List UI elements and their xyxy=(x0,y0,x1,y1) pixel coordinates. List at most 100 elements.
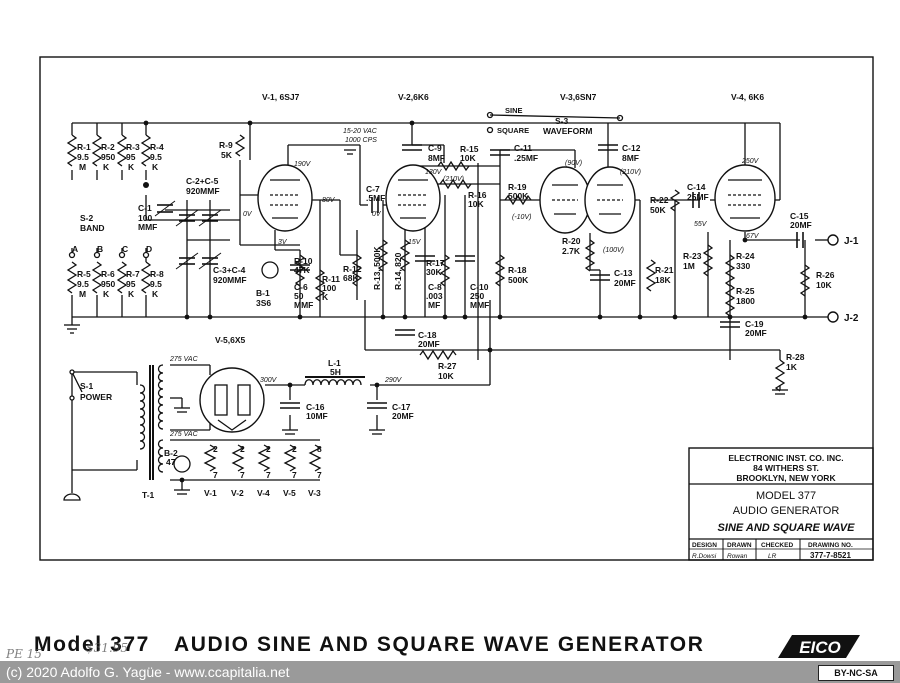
label-r5: R-5 xyxy=(77,269,91,279)
label-r28: R-28 xyxy=(786,352,805,362)
col-design: DESIGN xyxy=(692,542,717,549)
value-r4: 9.5 xyxy=(150,152,162,162)
drawing-product: AUDIO GENERATOR xyxy=(733,505,840,517)
label-r24: R-24 xyxy=(736,251,755,261)
unit-c10: MMF xyxy=(470,300,489,310)
heater-pin-top-5: 8 xyxy=(317,444,322,454)
value-r2: 950 xyxy=(101,152,115,162)
variable-cap-arrows xyxy=(154,200,222,270)
label-c16: C-16 xyxy=(306,402,325,412)
value-r12: 68K xyxy=(343,273,359,283)
val-checked: LR xyxy=(768,553,777,560)
label-j1: J-1 xyxy=(844,236,859,247)
label-r8: R-8 xyxy=(150,269,164,279)
heater-tube-2: V-2 xyxy=(231,488,244,498)
heater-tube-3: V-4 xyxy=(257,488,270,498)
heater-pin-bottom-4: 7 xyxy=(292,470,297,480)
voltage-v4-plate: 250V xyxy=(741,158,760,165)
label-r2: R-2 xyxy=(101,142,115,152)
value-r11: 100 xyxy=(322,283,336,293)
switch-s1-function: POWER xyxy=(80,392,112,402)
label-c12: C-12 xyxy=(622,143,641,153)
label-c18: C-18 xyxy=(418,330,437,340)
tube-v4-label: V-4, 6K6 xyxy=(731,92,764,102)
eico-logo-text: EICO xyxy=(799,638,841,657)
tube-internals xyxy=(214,179,762,431)
drawing-border xyxy=(39,56,874,561)
voltage-v2-cathode: 15V xyxy=(408,239,422,246)
unit-r2: K xyxy=(103,162,110,172)
value-r21: 18K xyxy=(655,275,671,285)
value-r24: 330 xyxy=(736,261,750,271)
band-letter-a: A xyxy=(72,244,78,254)
sheet-title-name: AUDIO SINE AND SQUARE WAVE GENERATOR xyxy=(173,633,705,656)
switch-labels: S-2 BAND S-3 WAVEFORM SINE SQUARE S-1 PO… xyxy=(80,106,592,402)
value-c13: 20MF xyxy=(614,278,636,288)
value-c2c5: 920MMF xyxy=(186,186,220,196)
label-r4: R-4 xyxy=(150,142,164,152)
label-c1: C-1 xyxy=(138,203,152,213)
label-b1: B-1 xyxy=(256,288,270,298)
heater-tube-5: V-3 xyxy=(308,488,321,498)
voltage-v1-screen: 80V xyxy=(322,197,336,204)
voltage-rectifier-out: 300V xyxy=(260,377,278,384)
value-r17: 30K xyxy=(426,267,442,277)
unit-r11: K xyxy=(322,292,329,302)
lamp-b2 xyxy=(173,455,191,473)
value-l1: 5H xyxy=(330,367,341,377)
tube-v5-envelope xyxy=(199,367,265,433)
value-r15: 10K xyxy=(460,153,476,163)
drawing-model: MODEL 377 xyxy=(756,490,816,502)
label-r17: R-17 xyxy=(426,258,445,268)
unit-r6: K xyxy=(103,289,110,299)
label-r7: R-7 xyxy=(126,269,140,279)
value-b1: 3S6 xyxy=(256,298,271,308)
value-r27: 10K xyxy=(438,371,454,381)
value-r25: 1800 xyxy=(736,296,755,306)
band-letter-c: C xyxy=(122,244,128,254)
value-r28: 1K xyxy=(786,362,798,372)
unit-r7: K xyxy=(128,289,135,299)
label-b2: B-2 xyxy=(164,448,178,458)
wiring xyxy=(71,122,828,490)
tube-envelopes xyxy=(199,164,776,433)
unit-r3: K xyxy=(128,162,135,172)
voltage-hv-top: 275 VAC xyxy=(169,356,199,363)
label-r25: R-25 xyxy=(736,286,755,296)
label-l1: L-1 xyxy=(328,358,341,368)
value-r8: 9.5 xyxy=(150,279,162,289)
label-c14: C-14 xyxy=(687,182,706,192)
voltage-hv-bottom: 275 VAC xyxy=(169,431,199,438)
voltage-r16-node: (210V) xyxy=(443,176,464,183)
label-c2c5: C-2+C-5 xyxy=(186,176,219,186)
heater-pin-bottom-3: 7 xyxy=(266,470,271,480)
value-r18: 500K xyxy=(508,275,529,285)
heater-pin-top-2: 2 xyxy=(240,444,245,454)
unit-c8: MF xyxy=(428,300,440,310)
value-c6: 50 xyxy=(294,291,304,301)
drawing-subtitle: SINE AND SQUARE WAVE xyxy=(718,522,856,534)
label-c9: C-9 xyxy=(428,143,442,153)
heater-pin-top-4: 2 xyxy=(292,444,297,454)
value-r1: 9.5 xyxy=(77,152,89,162)
value-r26: 10K xyxy=(816,280,832,290)
voltage-v4-grid: 55V xyxy=(694,221,708,228)
unit-r4: K xyxy=(152,162,159,172)
value-b2: 47 xyxy=(166,457,176,467)
col-drawing-no: DRAWING NO. xyxy=(808,542,853,549)
col-checked: CHECKED xyxy=(761,542,793,549)
voltage-filtered: 290V xyxy=(384,377,403,384)
footer-credit: (c) 2020 Adolfo G. Yagüe - www.ccapitali… xyxy=(6,664,290,680)
label-r18: R-18 xyxy=(508,265,527,275)
note-ac-line-voltage: 15-20 VAC xyxy=(343,128,378,135)
cc-license-badge[interactable]: BY-NC-SA xyxy=(818,665,894,681)
value-c9: 8MF xyxy=(428,153,445,163)
heater-pin-top-3: 2 xyxy=(266,444,271,454)
heater-tube-1: V-1 xyxy=(204,488,217,498)
unit-c6: MMF xyxy=(294,300,313,310)
voltage-v3-plate2: (210V) xyxy=(620,169,641,176)
value-c10: 250 xyxy=(470,291,484,301)
voltage-v1-plate: 190V xyxy=(294,161,312,168)
